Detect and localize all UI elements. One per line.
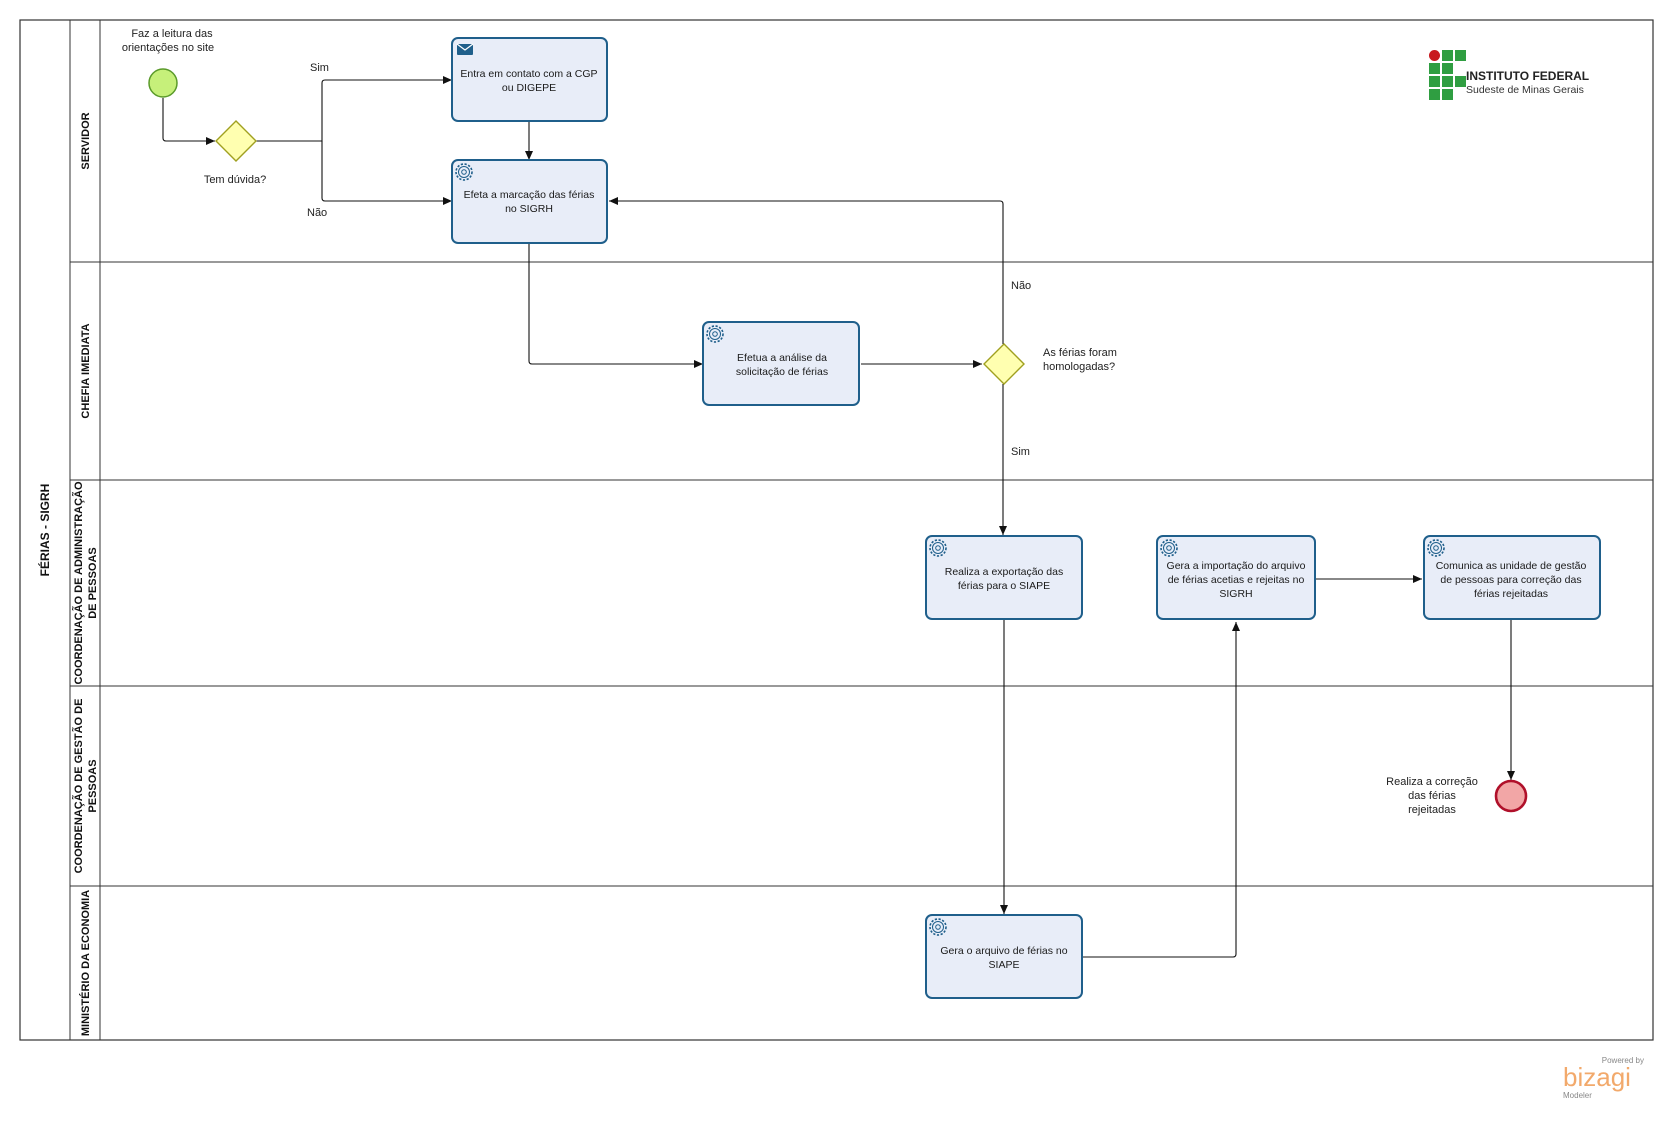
lane-title-cap-line2: DE PESSOAS: [87, 547, 99, 619]
service-task-icon: [1427, 539, 1445, 557]
task-t3[interactable]: Efetua a análise da solicitação de férias: [702, 321, 860, 406]
task-label-line: férias rejeitadas: [1474, 588, 1548, 600]
gateway-ferias-homologadas[interactable]: [983, 343, 1025, 385]
flow-label-nao-2: Não: [1011, 280, 1031, 292]
logo-instituto-federal: INSTITUTO FEDERAL Sudeste de Minas Gerai…: [1429, 50, 1589, 100]
logo-square: [1442, 63, 1453, 74]
task-box[interactable]: [925, 535, 1083, 620]
flow-label-nao-1: Não: [307, 207, 327, 219]
end-event-label-line2: das férias: [1408, 790, 1456, 802]
task-label-line: ou DIGEPE: [502, 82, 556, 94]
lane-title-cap: COORDENAÇÃO DE ADMINISTRAÇÃO DE PESSOAS: [72, 481, 99, 685]
logo-mark: [1429, 50, 1466, 100]
gateway-ferias-homologadas-label-line1: As férias foram: [1043, 347, 1117, 359]
lane-title-cgp-line1: COORDENAÇÃO DE GESTÃO DE: [72, 699, 85, 874]
task-t6[interactable]: Comunica as unidade de gestão de pessoas …: [1423, 535, 1601, 620]
end-event-label-line1: Realiza a correção: [1386, 776, 1478, 788]
flow-gateway2-nao: [609, 197, 1004, 344]
gateway-tem-duvida-label: Tem dúvida?: [204, 174, 266, 186]
service-task-icon: [706, 325, 724, 343]
task-box[interactable]: [451, 159, 608, 244]
flow-gateway1-nao: [321, 141, 452, 205]
gateway-tem-duvida[interactable]: [215, 120, 257, 162]
tasks: Entra em contato com a CGP ou DIGEPE Efeta…: [451, 37, 1601, 999]
logo-subtitle: Sudeste de Minas Gerais: [1466, 84, 1584, 96]
logo-red-dot: [1429, 50, 1440, 61]
pool-title: FÉRIAS - SIGRH: [37, 484, 52, 577]
service-task-icon: [1160, 539, 1178, 557]
end-event-label-line3: rejeitadas: [1408, 804, 1456, 816]
start-event-label-line1: Faz a leitura das: [131, 28, 213, 40]
task-t1[interactable]: Entra em contato com a CGP ou DIGEPE: [451, 37, 608, 122]
service-task-icon: [455, 163, 473, 181]
watermark-product: Modeler: [1563, 1091, 1592, 1100]
task-label-line: Realiza a exportação das: [945, 566, 1064, 578]
start-event[interactable]: [148, 68, 178, 98]
logo-square: [1429, 76, 1440, 87]
flow-gateway1-sim: [256, 76, 452, 142]
logo-square: [1455, 50, 1466, 61]
flow-t2-to-t3: [528, 244, 703, 368]
gateway-ferias-homologadas-label-line2: homologadas?: [1043, 361, 1115, 373]
lane-title-cgp-line2: PESSOAS: [87, 759, 99, 812]
task-t7[interactable]: Gera o arquivo de férias no SIAPE: [925, 914, 1083, 999]
end-event[interactable]: [1494, 779, 1528, 813]
task-label-line: Efeta a marcação das férias: [464, 189, 595, 201]
task-t4[interactable]: Realiza a exportação das férias para o SI…: [925, 535, 1083, 620]
bizagi-watermark: Powered by bizagi Modeler: [1563, 1056, 1644, 1100]
logo-title: INSTITUTO FEDERAL: [1466, 69, 1589, 83]
task-label-line: de pessoas para correção das: [1440, 574, 1581, 586]
task-label-line: de férias acetias e rejeitas no: [1168, 574, 1305, 586]
task-label-line: Entra em contato com a CGP: [460, 68, 597, 80]
task-box[interactable]: [1423, 535, 1601, 620]
flow-t7-to-t5: [1082, 622, 1240, 958]
task-t2[interactable]: Efeta a marcação das férias no SIGRH: [451, 159, 608, 244]
logo-square: [1442, 89, 1453, 100]
flow-label-sim-2: Sim: [1011, 446, 1030, 458]
task-t5[interactable]: Gera a importação do arquivo de férias ac…: [1156, 535, 1316, 620]
logo-square: [1442, 50, 1453, 61]
task-label-line: SIGRH: [1219, 588, 1252, 600]
task-label-line: férias para o SIAPE: [958, 580, 1050, 592]
task-box[interactable]: [925, 914, 1083, 999]
logo-square: [1429, 89, 1440, 100]
sequence-flows: [162, 76, 1515, 958]
logo-square: [1442, 76, 1453, 87]
task-box[interactable]: [702, 321, 860, 406]
watermark-brand: bizagi: [1563, 1062, 1631, 1092]
service-task-icon: [929, 539, 947, 557]
service-task-icon: [929, 918, 947, 936]
task-label-line: solicitação de férias: [736, 366, 828, 378]
watermark-powered: Powered by: [1602, 1056, 1644, 1065]
message-task-icon: [456, 43, 474, 55]
task-label-line: Gera a importação do arquivo: [1167, 560, 1306, 572]
task-box[interactable]: [1156, 535, 1316, 620]
lane-title-cap-line1: COORDENAÇÃO DE ADMINISTRAÇÃO: [72, 481, 85, 685]
pool: [19, 19, 1654, 1041]
task-label-line: Gera o arquivo de férias no: [940, 945, 1067, 957]
task-label-line: Comunica as unidade de gestão: [1436, 560, 1587, 572]
lane-title-servidor: SERVIDOR: [80, 112, 92, 169]
logo-square: [1429, 63, 1440, 74]
lane-title-cgp: COORDENAÇÃO DE GESTÃO DE PESSOAS: [72, 699, 99, 874]
start-event-label-line2: orientações no site: [122, 42, 214, 54]
logo-square: [1455, 76, 1466, 87]
task-label-line: SIAPE: [989, 959, 1020, 971]
task-box[interactable]: [451, 37, 608, 122]
flow-start-to-gateway1: [162, 98, 215, 145]
task-label-line: Efetua a análise da: [737, 352, 827, 364]
lane-title-chefia: CHEFIA IMEDIATA: [80, 323, 92, 418]
task-label-line: no SIGRH: [505, 203, 553, 215]
lane-title-ministerio: MINISTÉRIO DA ECONOMIA: [79, 890, 92, 1036]
flow-label-sim-1: Sim: [310, 62, 329, 74]
